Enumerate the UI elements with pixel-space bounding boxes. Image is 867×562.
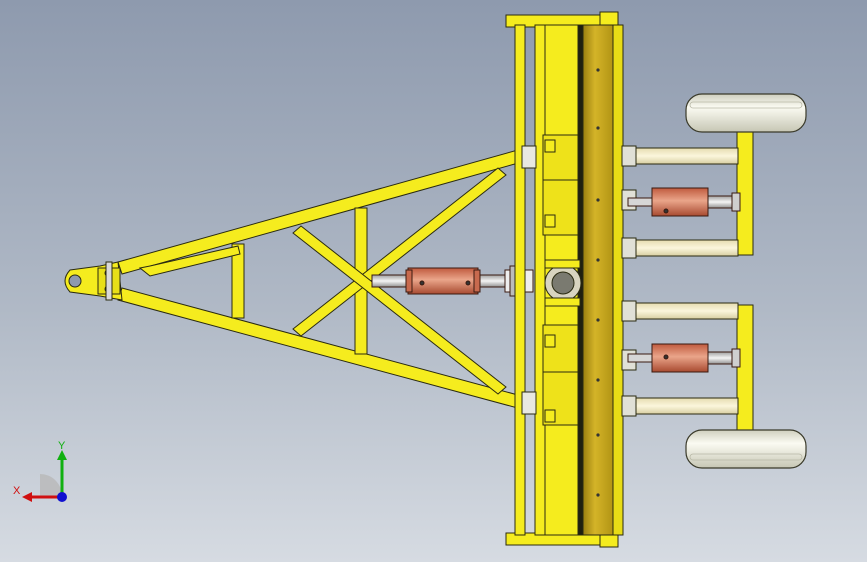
- blade: [582, 24, 614, 536]
- lower-cylinder-barrel: [651, 343, 709, 373]
- strut-1: [231, 243, 245, 319]
- link-2: [631, 239, 739, 257]
- hitch-eye: [64, 261, 123, 301]
- drawbar-clamps: [521, 139, 556, 423]
- link-4: [631, 397, 739, 415]
- triad-plane-icon: [40, 474, 62, 496]
- wheel-assembly: [621, 124, 754, 436]
- link-3: [631, 302, 739, 320]
- z-axis-icon: [57, 492, 67, 502]
- tire-upper: [685, 93, 807, 133]
- drawbar-frame: [117, 147, 530, 411]
- brace-c: [138, 245, 241, 277]
- brace-b: [292, 225, 507, 395]
- tires: [685, 93, 807, 469]
- upper-cylinder: [627, 187, 741, 217]
- center-cylinder: [371, 265, 534, 297]
- frame-rail-mid: [534, 24, 546, 536]
- x-axis-label: X: [13, 485, 21, 497]
- frame-rail-left: [514, 24, 526, 536]
- axle-beam-lower: [736, 304, 754, 436]
- lower-cylinder: [627, 343, 741, 373]
- upper-cylinder-barrel: [651, 187, 709, 217]
- orientation-triad: Y X: [13, 440, 67, 502]
- center-cylinder-barrel: [407, 267, 479, 295]
- pivot-hub: [544, 259, 582, 307]
- axle-beam-upper: [736, 124, 754, 256]
- link-1: [631, 147, 739, 165]
- blade-bolts: [596, 68, 600, 497]
- y-axis-label: Y: [58, 440, 66, 452]
- tire-lower: [685, 429, 807, 469]
